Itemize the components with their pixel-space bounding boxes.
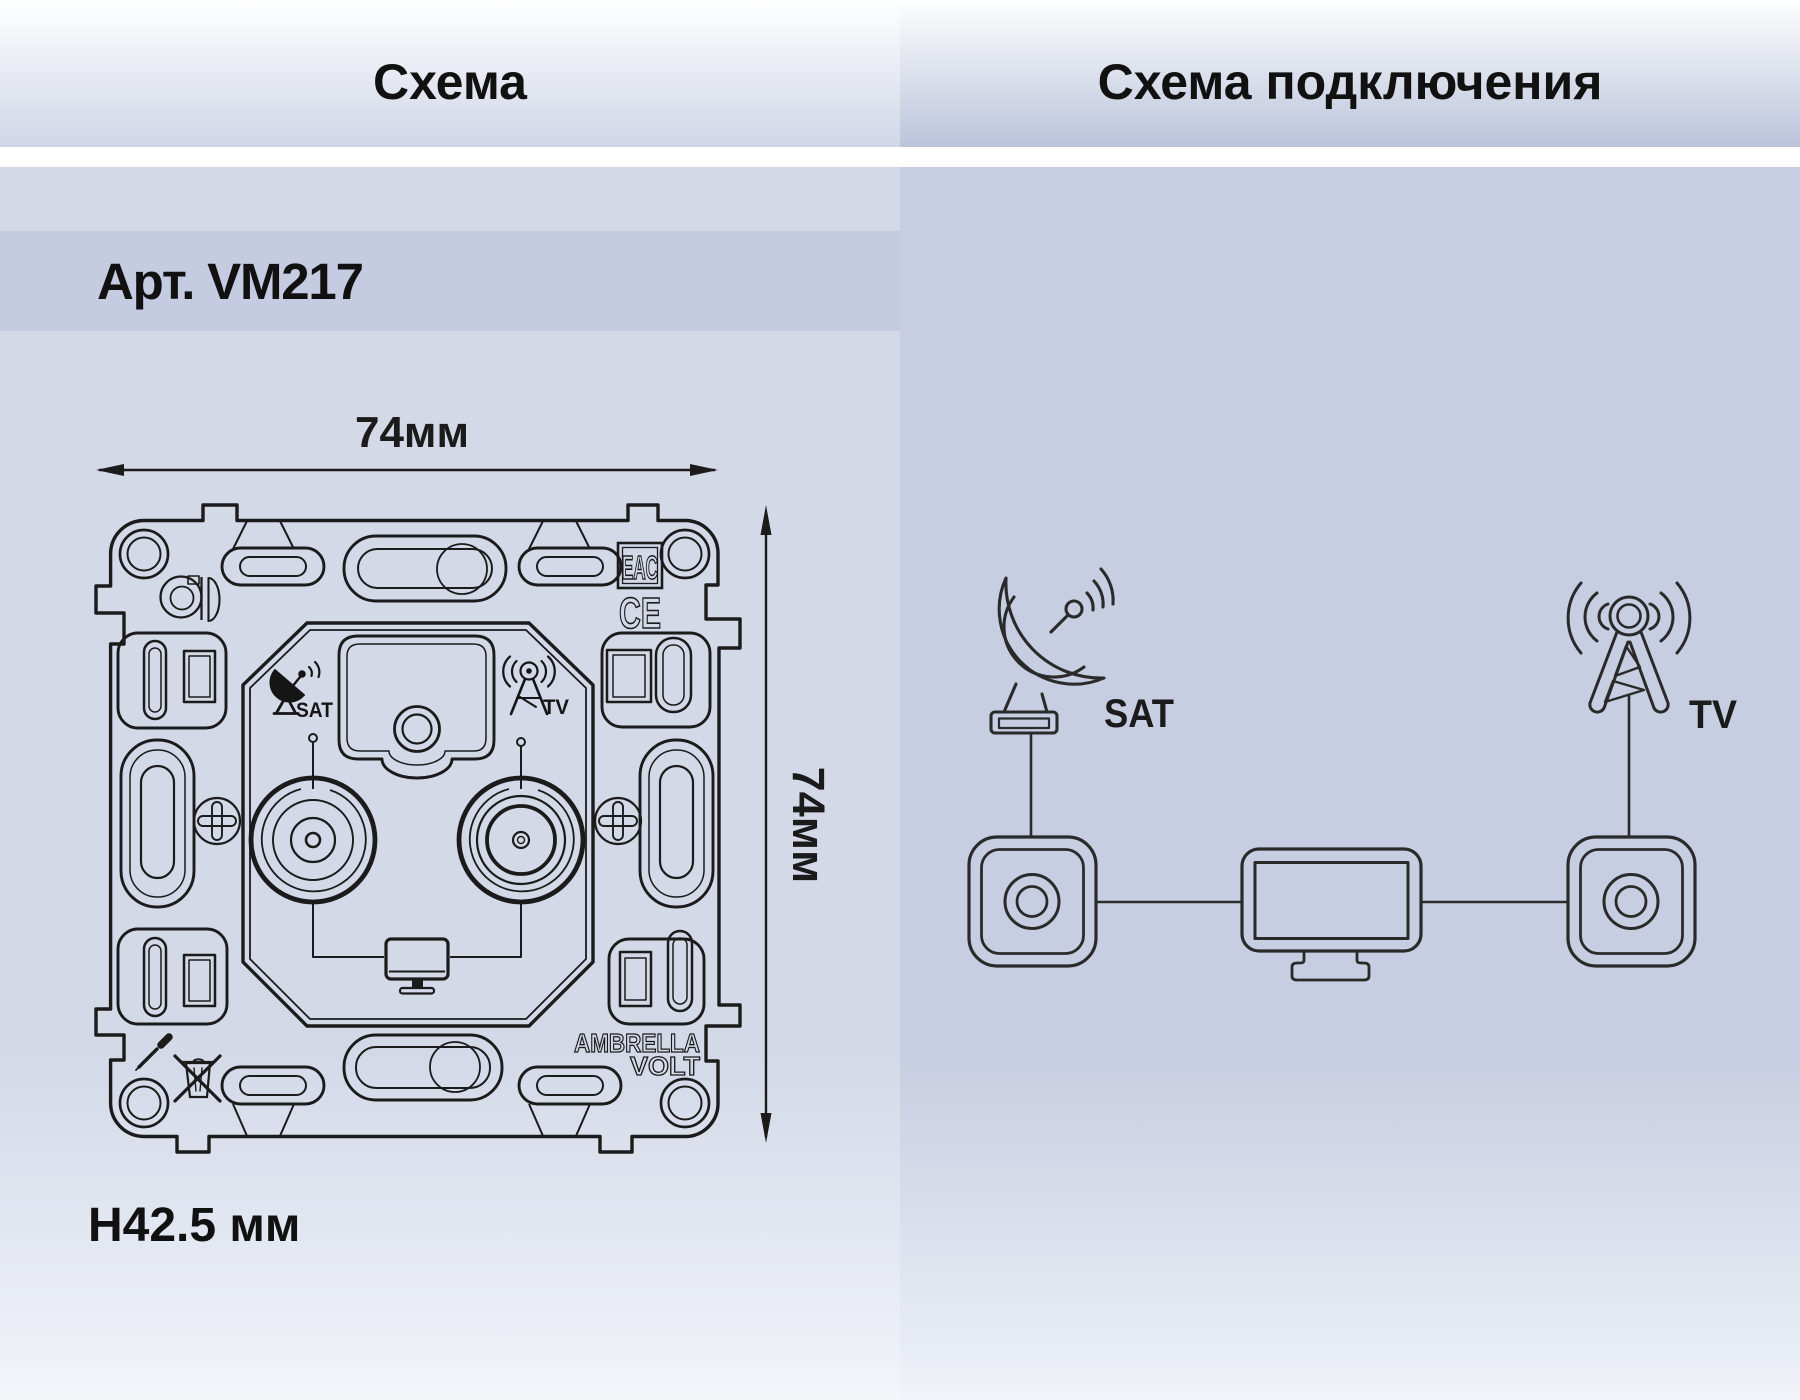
svg-text:74мм: 74мм — [783, 767, 834, 884]
svg-text:TV: TV — [1689, 693, 1737, 737]
svg-text:SAT: SAT — [1104, 692, 1174, 736]
svg-text:74мм: 74мм — [355, 408, 469, 457]
svg-text:SAT: SAT — [296, 699, 333, 722]
svg-text:AMBRELLA: AMBRELLA — [574, 1028, 700, 1058]
svg-text:VOLT: VOLT — [630, 1051, 700, 1081]
svg-text:CE: CE — [619, 589, 661, 638]
svg-text:TV: TV — [543, 696, 569, 719]
svg-text:EAC: EAC — [622, 549, 658, 586]
